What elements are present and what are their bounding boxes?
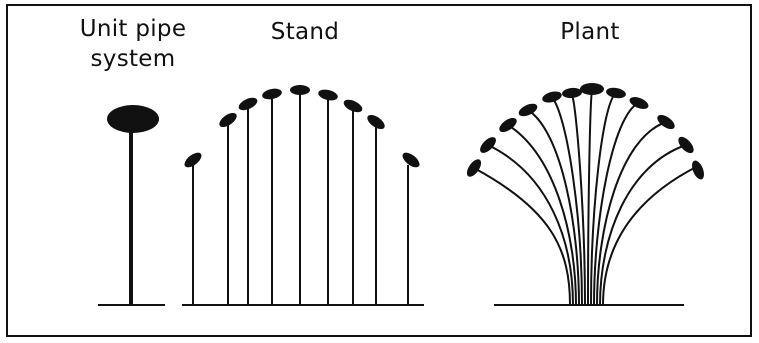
unit-leaf: [107, 105, 159, 133]
plant-leaf: [466, 159, 482, 177]
unit-pipe-system-diagram: [98, 105, 165, 306]
plant-branch: [507, 124, 577, 306]
stand-leaf: [367, 114, 385, 130]
unit-pipe-system-label-line2: system: [90, 46, 176, 72]
stand-label: Stand: [270, 19, 340, 45]
stand-leaf: [343, 99, 363, 113]
plant-label: Plant: [560, 19, 620, 45]
plant-leaf: [606, 87, 626, 99]
plant-branch: [551, 96, 583, 306]
plant-branch: [593, 102, 639, 306]
plant-branch: [473, 167, 571, 306]
stand-leaf: [318, 89, 338, 101]
plant-branch: [590, 93, 616, 306]
plant-leaf: [678, 136, 694, 154]
stand-diagram: [182, 85, 424, 306]
plant-branch: [527, 109, 580, 306]
stand-leaf: [402, 152, 420, 168]
plant-leaf: [518, 103, 538, 117]
plant-leaf: [499, 117, 517, 133]
plant-leaf: [629, 97, 649, 109]
plant-branch: [596, 121, 667, 306]
plant-branch: [599, 144, 687, 306]
plant-leaf: [480, 137, 496, 153]
stand-leaf: [290, 85, 310, 95]
stand-leaf: [184, 152, 202, 168]
plant-leaf: [657, 114, 675, 130]
plant-leaf: [692, 160, 704, 180]
figure-border: [6, 4, 752, 337]
plant-branch: [587, 89, 593, 306]
stand-leaf: [219, 112, 237, 128]
unit-pipe-system-label-line1: Unit pipe: [79, 16, 187, 42]
stand-leaf: [238, 97, 258, 111]
plant-leaf: [542, 91, 562, 103]
unit-pipe-system-label: Unit pipe system: [73, 14, 193, 74]
plant-leaf: [580, 83, 604, 95]
plant-branch: [487, 144, 574, 306]
plant-diagram: [466, 83, 704, 306]
plant-branch: [571, 94, 586, 306]
plant-branch: [602, 165, 699, 306]
stand-leaf: [262, 88, 282, 100]
plant-leaf: [562, 87, 582, 99]
